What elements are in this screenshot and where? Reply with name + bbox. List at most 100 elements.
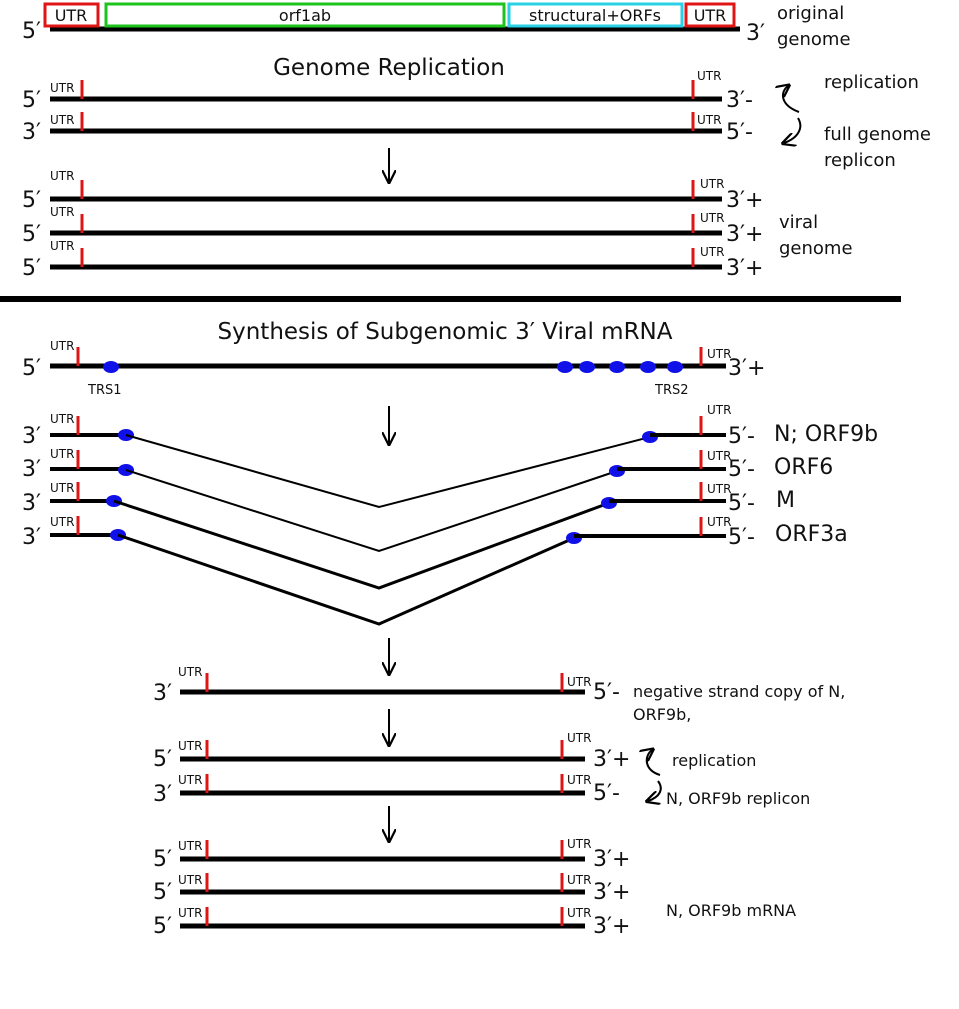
negcopy-left: 3′ <box>153 681 172 706</box>
replicon-bottom-right: 5′- <box>593 781 620 806</box>
trs2-site-4 <box>640 361 656 373</box>
replicon-bottom-row: 3′ UTR UTR 5′- <box>153 773 620 807</box>
rep-product-2-utr-right: UTR <box>700 211 724 225</box>
rep-product-3-right: 3′+ <box>726 256 763 281</box>
neg2-utr-right: UTR <box>707 449 731 463</box>
negcopy-right: 5′- <box>593 680 620 705</box>
subgenomic-synthesis: Synthesis of Subgenomic 3′ Viral mRNA 5′… <box>22 319 878 939</box>
neg3-label: M <box>776 488 795 513</box>
neg1-label: N; ORF9b <box>774 422 878 447</box>
replicon-side-replication: replication <box>672 751 756 770</box>
rep-product-3: 5′ UTR UTR 3′+ <box>22 239 763 281</box>
neg4-junction <box>117 533 575 626</box>
neg1-utr-left: UTR <box>50 412 74 426</box>
mrna2-utr-left: UTR <box>178 873 202 887</box>
neg2-label: ORF6 <box>774 455 833 480</box>
mrna-caption: N, ORF9b mRNA <box>666 901 796 920</box>
replicon-top-row: 5′ UTR UTR 3′+ <box>153 731 630 772</box>
negative-strand-orf6: 3′ UTR UTR 5′- ORF6 <box>22 447 833 553</box>
neg2-utr-left: UTR <box>50 447 74 461</box>
rep-product-3-utr-left: UTR <box>50 239 74 253</box>
negative-strand-m: 3′ UTR UTR 5′- M <box>22 481 795 590</box>
mrna3-utr-left: UTR <box>178 906 202 920</box>
rep-strand1-utr-right: UTR <box>697 69 721 83</box>
replicon-top-utr-left: UTR <box>178 739 202 753</box>
neg4-left: 3′ <box>22 525 41 550</box>
genome-structural-label: structural+ORFs <box>529 6 661 25</box>
template-right: 3′+ <box>728 356 765 381</box>
negative-strand-orf3a: 3′ UTR UTR 5′- ORF3a <box>22 515 848 626</box>
rep-product-3-utr-right: UTR <box>700 245 724 259</box>
trs1-label: TRS1 <box>87 383 122 398</box>
neg3-junction <box>113 499 610 590</box>
trs2-label: TRS2 <box>654 383 689 398</box>
mrna2-right: 3′+ <box>593 880 630 905</box>
neg1-left: 3′ <box>22 424 41 449</box>
rep-curved-arrow-down <box>784 117 802 143</box>
neg2-right: 5′- <box>728 457 755 482</box>
mrna2-left: 5′ <box>153 880 172 905</box>
genome-five-prime-label: 5′ <box>22 19 41 44</box>
rep-strand2-utr-left: UTR <box>50 113 74 127</box>
rep-strand2-utr-right: UTR <box>697 113 721 127</box>
trs2-site-1 <box>557 361 573 373</box>
neg1-utr-right: UTR <box>707 403 731 417</box>
neg1-right: 5′- <box>728 424 755 449</box>
mrna-row-2: 5′ UTR UTR 3′+ <box>153 873 630 905</box>
genome-three-prime-label: 3′ <box>746 21 765 46</box>
neg4-right: 5′- <box>728 525 755 550</box>
replicon-side-label: N, ORF9b replicon <box>666 789 810 808</box>
trs1-site <box>103 361 119 373</box>
rep-side-full-genome: full genome <box>824 124 931 145</box>
replicon-top-left: 5′ <box>153 747 172 772</box>
genome-utr-right-label: UTR <box>694 6 727 25</box>
replicon-bottom-utr-right: UTR <box>567 773 591 787</box>
neg4-utr-right: UTR <box>707 515 731 529</box>
replication-title: Genome Replication <box>273 55 505 81</box>
negcopy-caption-line1: negative strand copy of N, <box>633 682 845 701</box>
rep-strand2-left: 3′ <box>22 120 41 145</box>
synthesis-title: Synthesis of Subgenomic 3′ Viral mRNA <box>218 319 673 345</box>
negative-strand-n-orf9b: 3′ UTR UTR 5′- N; ORF9b <box>22 403 878 509</box>
negcopy-utr-left: UTR <box>178 665 202 679</box>
genome-utr-right-box <box>684 2 736 28</box>
rep-product-1-utr-left: UTR <box>50 169 74 183</box>
neg2-left: 3′ <box>22 457 41 482</box>
rep-curved-arrow-up <box>783 86 800 113</box>
negcopy-caption-line2: ORF9b, <box>633 705 691 724</box>
replicon-curved-arrow-down <box>648 780 662 801</box>
rep-product-1-utr-right: UTR <box>700 177 724 191</box>
original-genome: 5′ UTR orf1ab structural+ORFs UTR 3′ ori… <box>22 2 851 50</box>
rep-side-replication: replication <box>824 72 919 93</box>
template-strand-row: 5′ UTR UTR TRS1 TRS2 3′+ <box>22 339 765 398</box>
mrna1-left: 5′ <box>153 847 172 872</box>
mrna3-right: 3′+ <box>593 914 630 939</box>
mrna2-utr-right: UTR <box>567 873 591 887</box>
neg4-label: ORF3a <box>775 522 848 547</box>
neg4-utr-left: UTR <box>50 515 74 529</box>
rep-product-2-left: 5′ <box>22 222 41 247</box>
genome-orf1ab-label: orf1ab <box>279 6 331 25</box>
neg3-right: 5′- <box>728 491 755 516</box>
rep-product-2-right: 3′+ <box>726 222 763 247</box>
replicon-top-utr-right: UTR <box>567 731 591 745</box>
mrna-row-1: 5′ UTR UTR 3′+ <box>153 837 630 872</box>
trs2-site-2 <box>579 361 595 373</box>
mrna-row-3: 5′ UTR UTR 3′+ <box>153 906 630 939</box>
neg3-utr-left: UTR <box>50 481 74 495</box>
mrna1-utr-left: UTR <box>178 839 202 853</box>
rep-products-caption-line1: viral <box>779 212 818 233</box>
rep-product-1-left: 5′ <box>22 188 41 213</box>
mrna3-left: 5′ <box>153 914 172 939</box>
replicon-bottom-utr-left: UTR <box>178 773 202 787</box>
rep-strand1-utr-left: UTR <box>50 81 74 95</box>
genome-utr-left-label: UTR <box>55 6 88 25</box>
mrna1-utr-right: UTR <box>567 837 591 851</box>
genome-caption-line2: genome <box>777 29 851 50</box>
neg3-utr-right: UTR <box>707 482 731 496</box>
rep-side-replicon: replicon <box>824 150 896 171</box>
genome-replication: Genome Replication 5′ UTR UTR 3′- 3′ UTR… <box>22 55 931 281</box>
negcopy-utr-right: UTR <box>567 675 591 689</box>
genome-caption-line1: original <box>777 3 844 24</box>
